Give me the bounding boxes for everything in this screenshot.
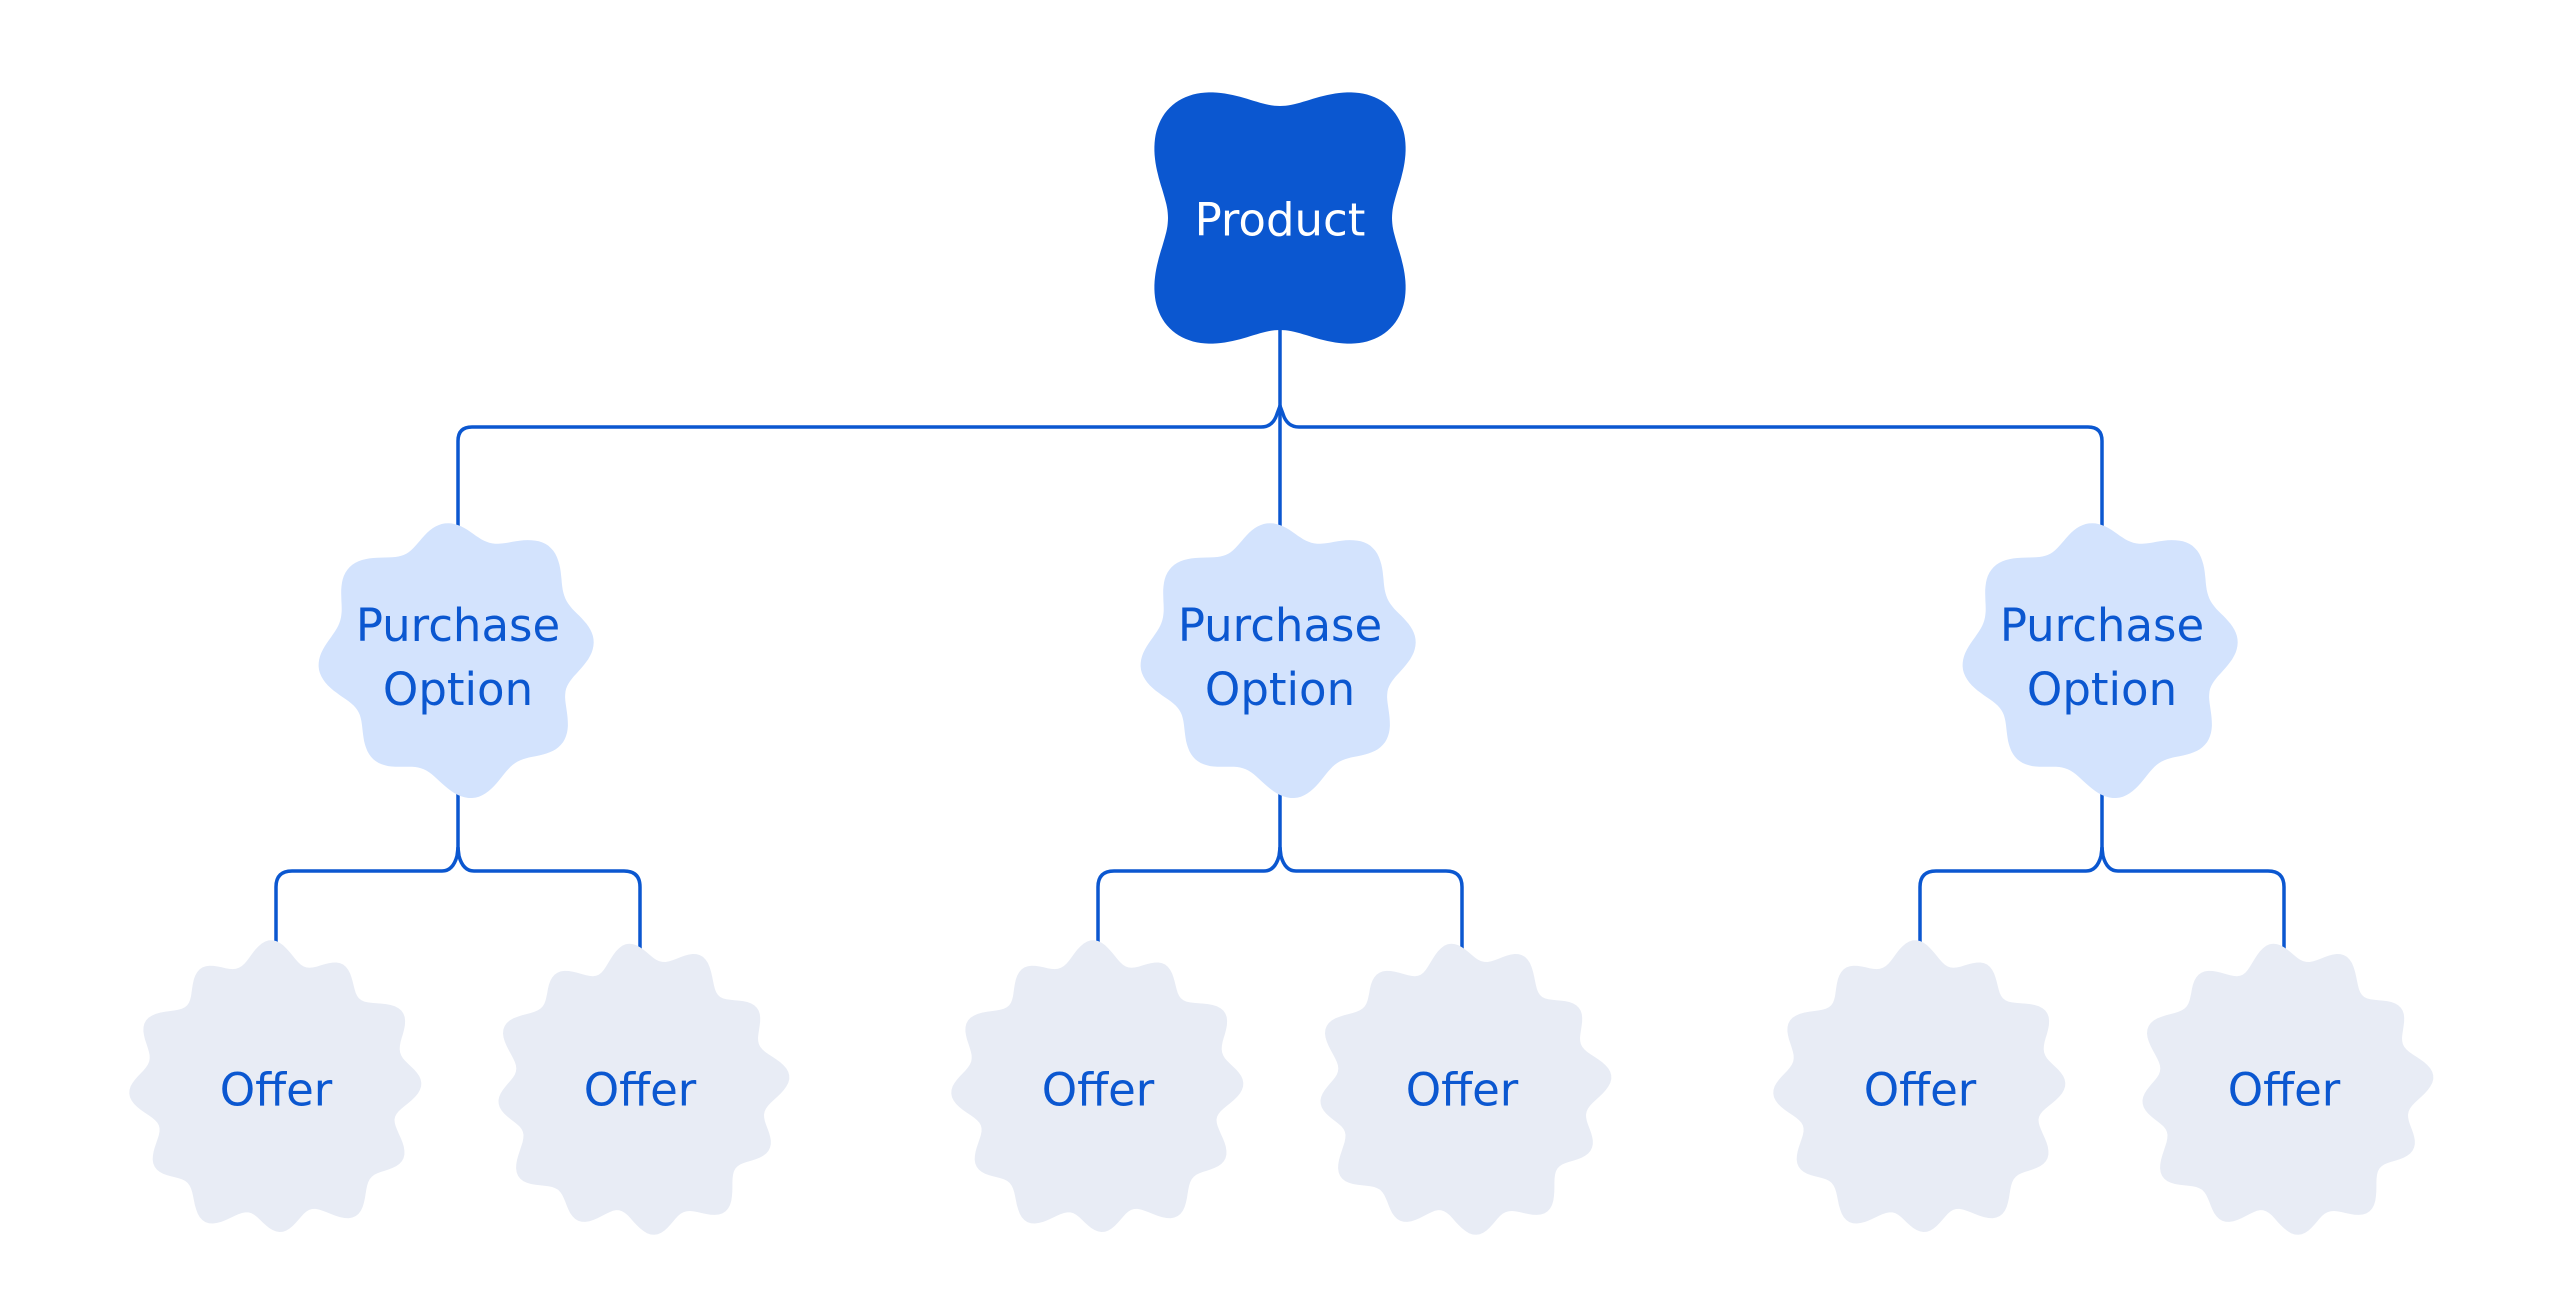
connector-option1-offer-right (456, 846, 642, 982)
connector-branch-right (1278, 404, 2104, 562)
offer-node-shape (1773, 940, 2066, 1232)
offer-node-label: Offer (1041, 1063, 1155, 1117)
product-node-label: Product (1194, 193, 1366, 247)
purchase-option-node-shape (1140, 523, 1416, 798)
product-node-shape (1154, 92, 1406, 344)
purchase-option-node-label: Purchase Option (1999, 599, 2205, 716)
offer-node-shape (498, 943, 790, 1235)
offer-node-label: Offer (219, 1063, 333, 1117)
purchase-option-node-shape (318, 523, 594, 798)
connector-option2-offer-left (1096, 846, 1282, 982)
offer-node-shape (1320, 943, 1612, 1235)
connector-branch-left (456, 404, 1282, 562)
node-shapes (129, 92, 2434, 1235)
connector-option3-offer-right (2100, 846, 2286, 982)
purchase-option-node-shape (1962, 523, 2238, 798)
connector-option2-offer-right (1278, 846, 1464, 982)
offer-node-label: Offer (1405, 1063, 1519, 1117)
offer-node-label: Offer (2227, 1063, 2341, 1117)
offer-node-label: Offer (583, 1063, 697, 1117)
connector-lines (274, 298, 2286, 982)
offer-node-shape (129, 940, 422, 1232)
connector-option1-offer-left (274, 846, 460, 982)
offer-node-shape (2142, 943, 2434, 1235)
connector-option3-offer-left (1918, 846, 2104, 982)
purchase-option-node-label: Purchase Option (1177, 599, 1383, 716)
purchase-option-node-label: Purchase Option (355, 599, 561, 716)
offer-node-label: Offer (1863, 1063, 1977, 1117)
offer-node-shape (951, 940, 1244, 1232)
